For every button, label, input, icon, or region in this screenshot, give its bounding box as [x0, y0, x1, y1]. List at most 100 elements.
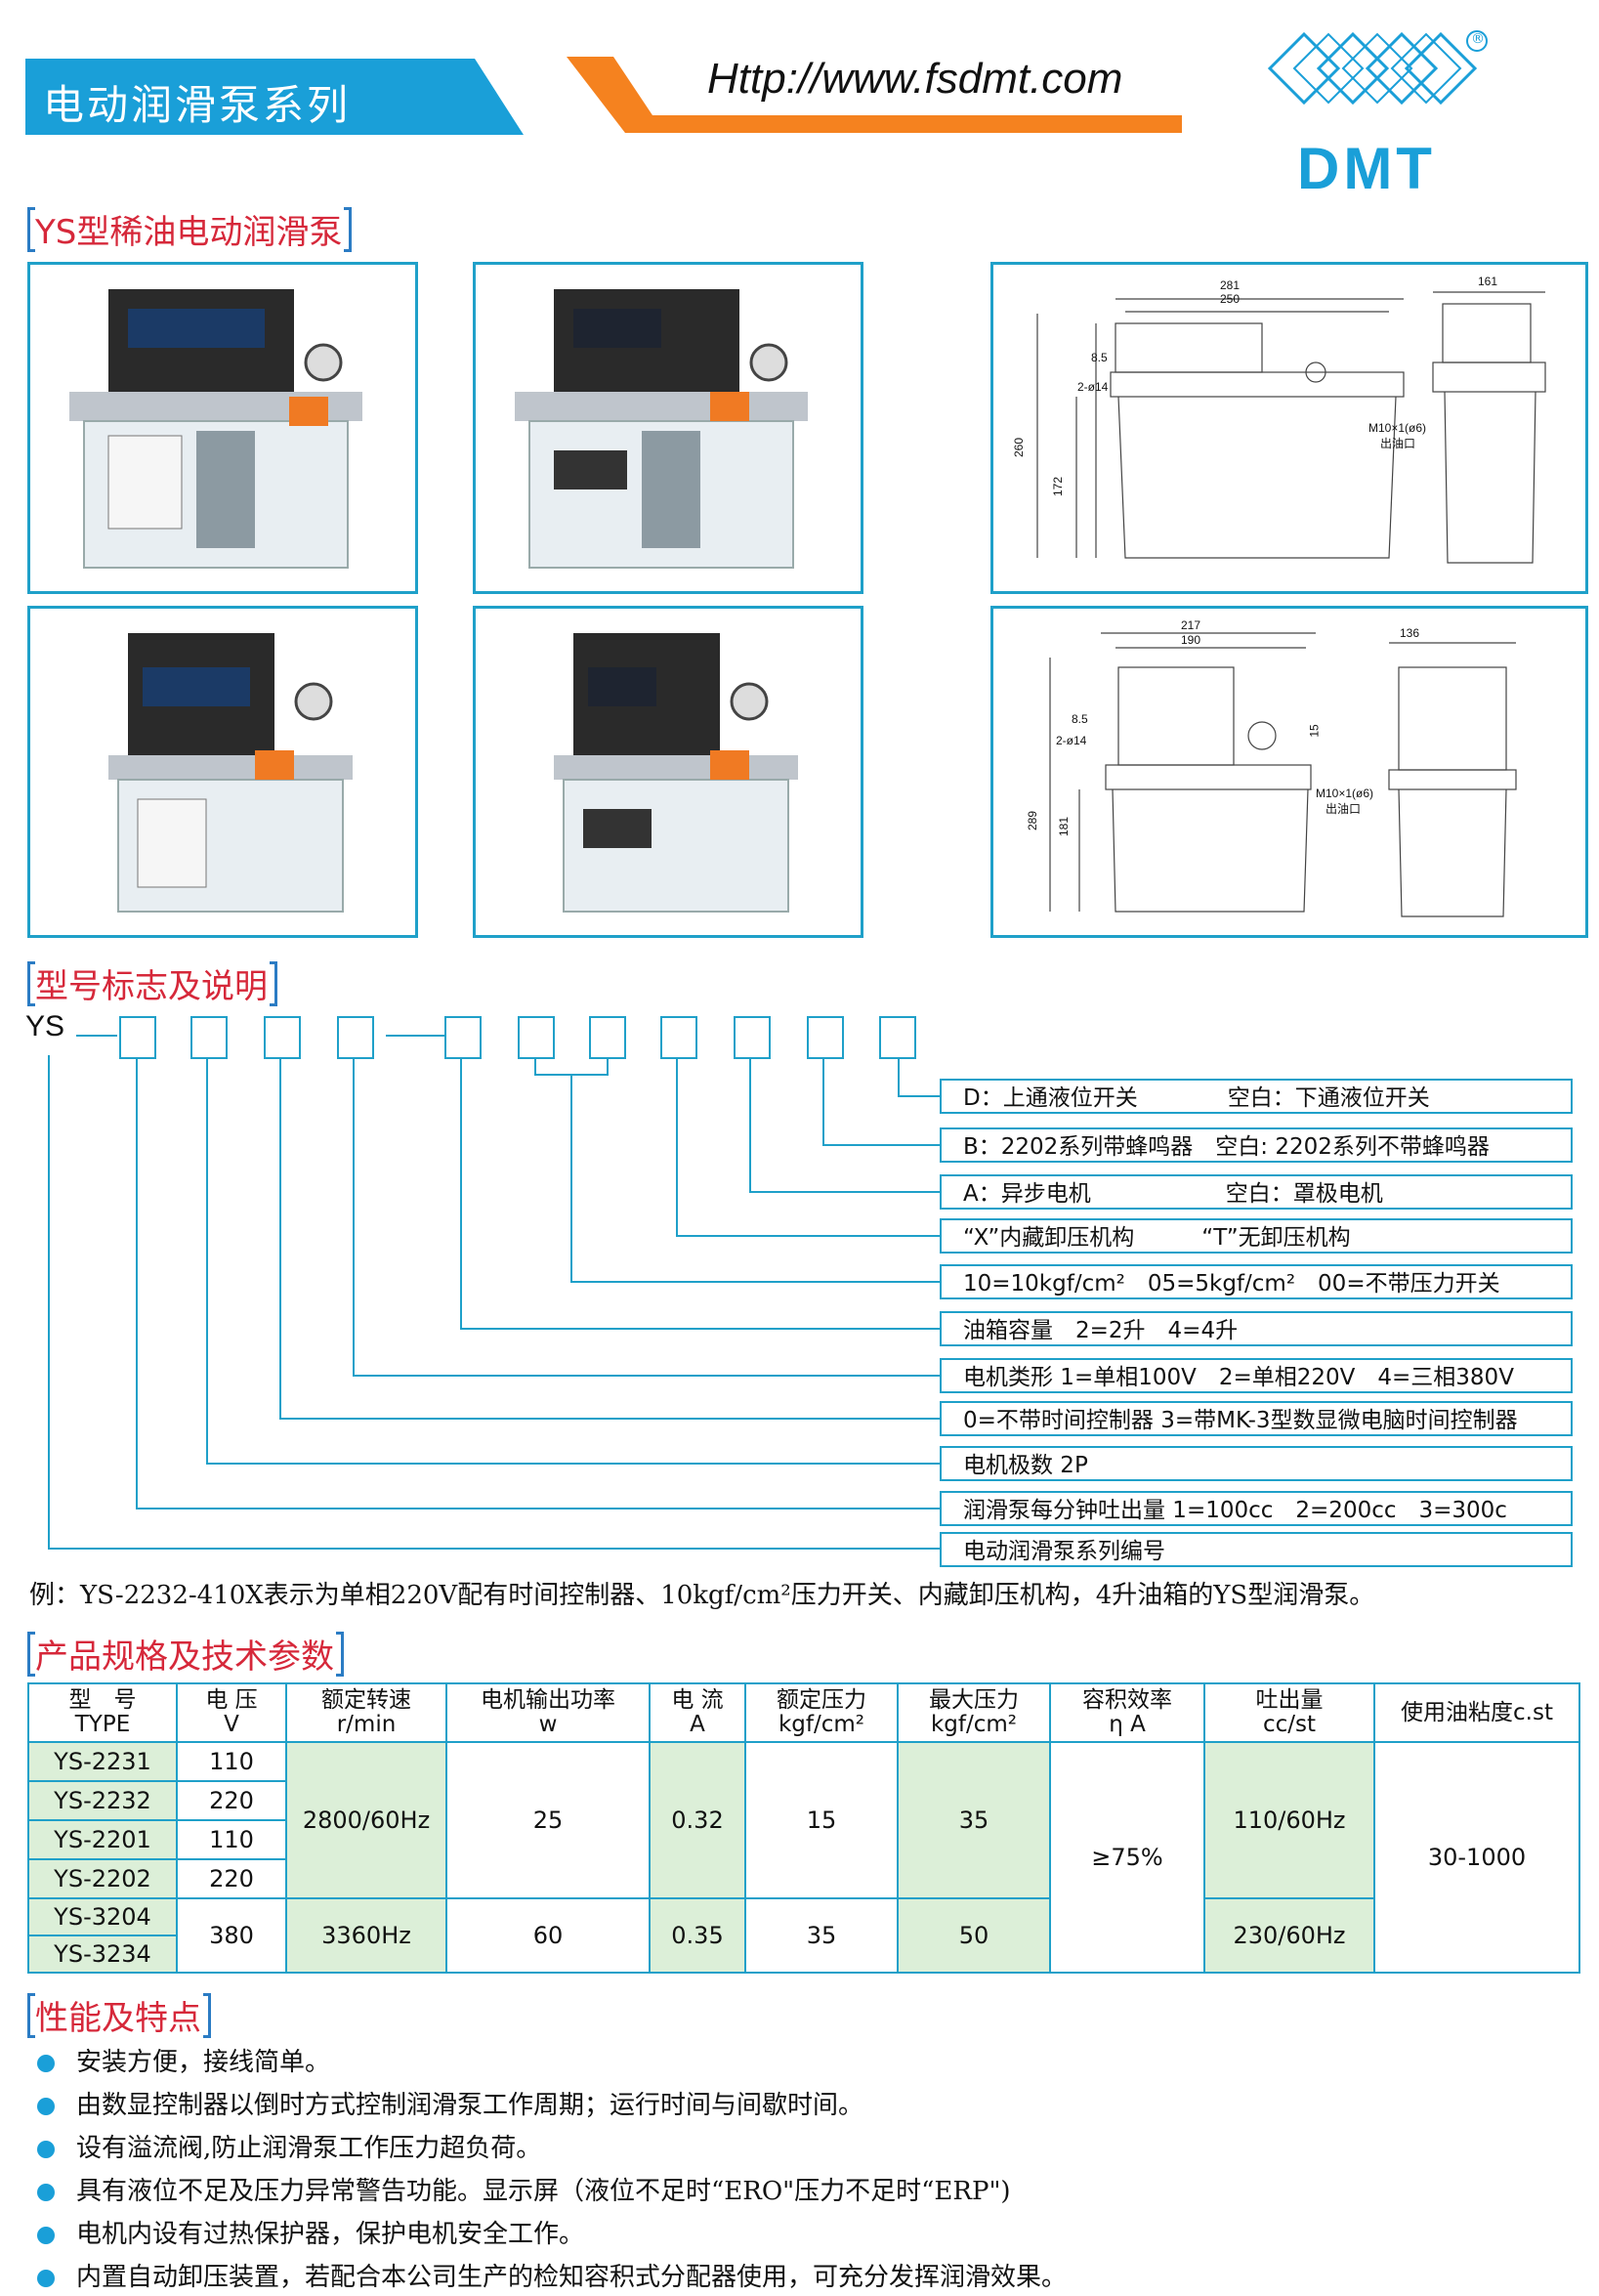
dim-136: 136 [1400, 626, 1420, 640]
bullet-icon [37, 2270, 55, 2287]
header-url-banner-inner [613, 57, 1190, 115]
bullet-icon [37, 2184, 55, 2201]
cell-voltage: 380 [176, 1897, 287, 1974]
dim-190: 190 [1181, 633, 1201, 647]
code-box [734, 1016, 771, 1059]
code-box [879, 1016, 916, 1059]
outlet-thread: M10×1(ø6) [1368, 421, 1427, 435]
dimension-drawing-icon [1049, 632, 1517, 917]
table-row: YS-2232 220 [27, 1780, 1579, 1821]
table-row: YS-2231 110 2800/60Hz 25 0.32 15 35 ≥75%… [27, 1741, 1580, 1974]
dim-181: 181 [1057, 816, 1072, 837]
code-desc-relief: “X”内藏卸压机构 “T”无卸压机构 [940, 1218, 1573, 1254]
table-row: YS-2202 220 [27, 1858, 1579, 1899]
example-text: 例：YS-2232-410X表示为单相220V配有时间控制器、10kgf/cm²… [29, 1581, 1375, 1610]
feature-item: 内置自动卸压装置，若配合本公司生产的检知容积式分配器使用，可充分发挥润滑效果。 [37, 2257, 1067, 2293]
feature-item: 设有溢流阀,防止润滑泵工作压力超负荷。 [37, 2128, 541, 2164]
section-title-model-code: 型号标志及说明 [27, 959, 277, 1007]
code-box [807, 1016, 844, 1059]
cell-type: YS-3204 [27, 1897, 178, 1936]
dmt-logo: ® DMT [1260, 20, 1494, 205]
code-box [264, 1016, 301, 1059]
bullet-icon [37, 2141, 55, 2158]
dim-281: 281 [1220, 278, 1241, 292]
code-desc-motor-type: 电机类形 1=单相100V 2=单相220V 4=三相380V [940, 1358, 1573, 1393]
code-desc-series: 电动润滑泵系列编号 [940, 1532, 1573, 1567]
dim-2-14: 2-ø14 [1077, 380, 1109, 394]
cell-output: 110/60Hz [1203, 1741, 1375, 1899]
pump-photo-icon [108, 633, 353, 913]
cell-voltage: 220 [176, 1858, 287, 1899]
cell-speed: 2800/60Hz [285, 1741, 447, 1899]
dim-250: 250 [1220, 292, 1241, 306]
cell-type: YS-2202 [27, 1858, 178, 1899]
dim-2-14: 2-ø14 [1056, 734, 1087, 747]
table-row: YS-3204 380 3360Hz 60 0.35 35 50 230/60H… [27, 1897, 1579, 1974]
dmt-logo-mark-icon [1267, 30, 1488, 106]
dim-161: 161 [1478, 275, 1498, 288]
bullet-icon [37, 2227, 55, 2244]
cell-current: 0.32 [649, 1741, 746, 1899]
product-photo-2 [473, 262, 863, 594]
model-prefix: YS [25, 1010, 65, 1042]
feature-item: 具有液位不足及压力异常警告功能。显示屏（液位不足时“ERO"压力不足时“ERP"… [37, 2171, 1011, 2207]
section-title-ys-pump: YS型稀油电动润滑泵 [26, 205, 353, 253]
code-box [190, 1016, 228, 1059]
registered-mark: ® [1471, 31, 1485, 47]
bullet-icon [37, 2055, 55, 2072]
code-box [660, 1016, 697, 1059]
dim-260: 260 [1012, 437, 1027, 458]
cell-voltage: 110 [176, 1819, 287, 1860]
cell-type: YS-3234 [27, 1935, 178, 1974]
cell-output: 230/60Hz [1203, 1897, 1375, 1974]
outlet-label: 出油口 [1380, 437, 1416, 450]
code-desc-output: 润滑泵每分钟吐出量 1=100cc 2=200cc 3=300c [940, 1491, 1573, 1526]
cell-max-pressure: 50 [897, 1897, 1051, 1974]
dim-15: 15 [1307, 724, 1322, 738]
cell-efficiency: ≥75% [1049, 1741, 1205, 1974]
cell-power: 25 [445, 1741, 651, 1899]
code-desc-poles: 电机极数 2P [940, 1446, 1573, 1481]
dim-289: 289 [1026, 810, 1040, 831]
outlet-label: 出油口 [1325, 802, 1362, 816]
dim-172: 172 [1051, 476, 1066, 497]
code-desc-buzzer: B：2202系列带蜂鸣器 空白: 2202系列不带蜂鸣器 [940, 1127, 1573, 1163]
dim-8-5: 8.5 [1072, 712, 1088, 726]
cell-type: YS-2232 [27, 1780, 178, 1821]
cell-max-pressure: 35 [897, 1741, 1051, 1899]
product-photo-4 [473, 606, 863, 938]
feature-item: 由数显控制器以倒时方式控制润滑泵工作周期；运行时间与间歇时间。 [37, 2085, 863, 2121]
bullet-icon [37, 2098, 55, 2115]
dimension-drawing-icon [1036, 291, 1546, 564]
code-desc-pressure-switch: 10=10kgf/cm² 05=5kgf/cm² 00=不带压力开关 [940, 1264, 1573, 1299]
cell-power: 60 [445, 1897, 651, 1974]
cell-rated-pressure: 15 [744, 1741, 899, 1899]
code-box [444, 1016, 482, 1059]
cell-viscosity: 30-1000 [1373, 1741, 1580, 1974]
code-desc-tank: 油箱容量 2=2升 4=4升 [940, 1311, 1573, 1346]
section-title-features: 性能及特点 [27, 1991, 211, 2039]
cell-voltage: 220 [176, 1780, 287, 1821]
dim-8-5: 8.5 [1091, 351, 1108, 364]
feature-item: 安装方便，接线简单。 [37, 2042, 330, 2078]
th-viscosity: 使用油粘度c.st [1373, 1682, 1580, 1743]
pump-photo-icon [554, 633, 798, 913]
code-desc-liquid-switch: D：上通液位开关 空白：下通液位开关 [940, 1079, 1573, 1114]
header-title: 电动润滑泵系列 [43, 81, 352, 129]
cell-voltage: 110 [176, 1741, 287, 1782]
technical-drawing-2: 217 190 136 8.5 2-ø14 289 181 15 M10×1(ø… [990, 606, 1588, 938]
product-photo-1 [27, 262, 418, 594]
model-code-connector-lines [48, 1035, 940, 1550]
code-desc-controller: 0=不带时间控制器 3=带MK-3型数显微电脑时间控制器 [940, 1401, 1573, 1436]
code-box [337, 1016, 374, 1059]
website-url[interactable]: Http://www.fsdmt.com [707, 55, 1123, 103]
feature-item: 电机内设有过热保护器，保护电机安全工作。 [37, 2214, 584, 2250]
pump-photo-icon [69, 289, 362, 569]
outlet-thread: M10×1(ø6) [1316, 787, 1374, 800]
cell-type: YS-2231 [27, 1741, 178, 1782]
